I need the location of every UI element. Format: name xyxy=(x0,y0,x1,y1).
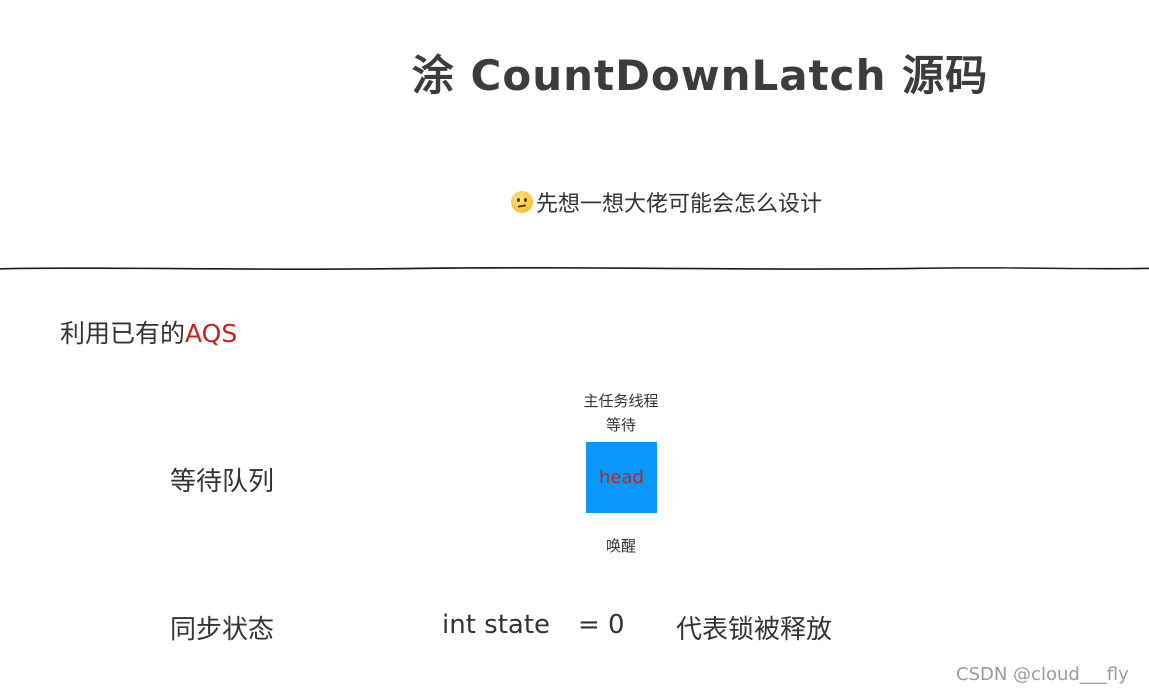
head-node: head xyxy=(586,442,657,513)
state-expression: int state xyxy=(442,610,551,640)
state-meaning: 代表锁被释放 xyxy=(676,615,833,645)
page-title: 涂 CountDownLatch 源码 xyxy=(411,51,989,100)
wait-caption: 等待 xyxy=(605,416,636,434)
head-node-label: head xyxy=(599,467,644,488)
aqs-prefix: 利用已有的 xyxy=(60,319,186,348)
thinking-face-icon xyxy=(511,191,533,213)
sync-state-label: 同步状态 xyxy=(170,615,275,645)
aqs-highlight: AQS xyxy=(185,319,238,348)
watermark: CSDN @cloud___fly xyxy=(956,664,1129,685)
wake-caption: 唤醒 xyxy=(605,537,636,555)
section-divider xyxy=(0,266,1149,270)
subtitle: 先想一想大佬可能会怎么设计 xyxy=(511,186,822,218)
main-thread-caption: 主任务线程 xyxy=(583,392,659,410)
wait-queue-label: 等待队列 xyxy=(170,467,275,497)
subtitle-text: 先想一想大佬可能会怎么设计 xyxy=(536,192,823,217)
aqs-statement: 利用已有的AQS xyxy=(60,314,237,350)
state-value: = 0 xyxy=(578,610,625,640)
